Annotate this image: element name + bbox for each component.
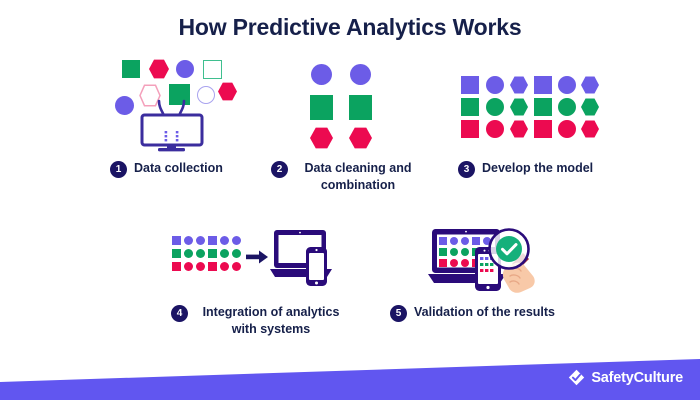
shape-hexagon-crimson xyxy=(349,127,372,149)
shape-square-purple xyxy=(208,236,217,245)
shape-hexagon-crimson xyxy=(510,120,528,138)
shape-circle-crimson xyxy=(450,259,458,267)
shape-circle-crimson xyxy=(220,262,229,271)
shape-square-purple xyxy=(439,237,447,245)
laptop-phone-icon xyxy=(270,230,332,286)
step-1-text: Data collection xyxy=(134,161,223,175)
step-5-illustration xyxy=(428,228,544,293)
brand-name: SafetyCulture xyxy=(591,369,683,386)
shape-circle-green xyxy=(196,249,205,258)
shape-square-crimson xyxy=(172,262,181,271)
shape-square-crimson xyxy=(461,120,479,138)
safetyculture-diamond-check-icon xyxy=(569,369,585,386)
shape-circle-green xyxy=(486,98,504,116)
step-4-badge: 4 xyxy=(171,305,188,322)
shape-circle-purple xyxy=(483,237,491,245)
shape-circle-purple-hollow xyxy=(197,86,215,104)
shape-circle-crimson xyxy=(232,262,241,271)
shape-circle-purple xyxy=(350,64,371,85)
monitor-data-ingest-icon xyxy=(140,99,204,152)
shape-square-green-solid-2 xyxy=(169,84,190,105)
shape-circle-green xyxy=(232,249,241,258)
shape-circle-purple-solid xyxy=(176,60,194,78)
shape-square-purple xyxy=(472,237,480,245)
shape-circle-purple xyxy=(558,76,576,94)
shape-circle-purple xyxy=(232,236,241,245)
step-4-label: 4 Integration of analytics with systems xyxy=(171,304,351,338)
shape-circle-crimson xyxy=(558,120,576,138)
shape-circle-green xyxy=(184,249,193,258)
shape-square-green xyxy=(349,95,372,120)
step-2-text: Data cleaning and combination xyxy=(304,161,412,192)
shape-square-green xyxy=(208,249,217,258)
shape-square-purple xyxy=(534,76,552,94)
page-title: How Predictive Analytics Works xyxy=(178,14,522,40)
shape-circle-green xyxy=(461,248,469,256)
step-3-badge: 3 xyxy=(458,161,475,178)
shape-circle-purple xyxy=(184,236,193,245)
shape-square-crimson xyxy=(439,259,447,267)
step-4-illustration xyxy=(172,228,332,290)
shape-square-green xyxy=(172,249,181,258)
shape-square-green-hollow xyxy=(203,60,222,79)
step-5-label: 5 Validation of the results xyxy=(390,304,580,322)
shape-square-green-solid xyxy=(122,60,140,78)
shape-circle-purple xyxy=(311,64,332,85)
shape-square-green xyxy=(461,98,479,116)
shape-hexagon-purple xyxy=(581,76,599,94)
step-1-illustration xyxy=(108,56,237,152)
shape-hexagon-crimson-hollow xyxy=(139,84,161,107)
magnifier-check-icon xyxy=(488,228,530,270)
shape-square-green xyxy=(310,95,333,120)
footer-band xyxy=(0,359,700,400)
shape-hexagon-crimson-solid-2 xyxy=(218,82,237,101)
step-1-badge: 1 xyxy=(110,161,127,178)
shape-square-purple xyxy=(461,76,479,94)
shape-circle-green xyxy=(450,248,458,256)
shape-circle-crimson xyxy=(461,259,469,267)
shape-circle-purple-solid-2 xyxy=(115,96,134,115)
shape-circle-crimson xyxy=(196,262,205,271)
shape-circle-purple xyxy=(486,76,504,94)
shape-hexagon-purple xyxy=(510,76,528,94)
step-2-label: 2 Data cleaning and combination xyxy=(271,160,421,194)
step-5-text: Validation of the results xyxy=(414,305,555,319)
shape-circle-green xyxy=(558,98,576,116)
step-4-shape-grid xyxy=(172,236,241,276)
shape-circle-crimson xyxy=(184,262,193,271)
shape-hexagon-crimson xyxy=(310,127,333,149)
shape-square-green xyxy=(534,98,552,116)
shape-circle-purple xyxy=(450,237,458,245)
step-1-label: 1 Data collection xyxy=(110,160,260,178)
shape-square-crimson xyxy=(208,262,217,271)
shape-circle-crimson xyxy=(486,120,504,138)
step-2-illustration xyxy=(307,62,387,150)
shape-circle-green xyxy=(220,249,229,258)
step-3-label: 3 Develop the model xyxy=(458,160,628,178)
shape-circle-purple xyxy=(220,236,229,245)
shape-hexagon-crimson-solid xyxy=(149,59,169,79)
brand-logo: SafetyCulture xyxy=(568,369,683,386)
shape-hexagon-green xyxy=(581,98,599,116)
shape-square-green xyxy=(439,248,447,256)
shape-square-crimson xyxy=(534,120,552,138)
shape-circle-purple xyxy=(461,237,469,245)
step-5-badge: 5 xyxy=(390,305,407,322)
step-3-text: Develop the model xyxy=(482,161,594,175)
shape-hexagon-green xyxy=(510,98,528,116)
step-4-text: Integration of analytics with systems xyxy=(202,305,340,336)
shape-hexagon-crimson xyxy=(581,120,599,138)
arrow-right-icon xyxy=(246,250,268,264)
shape-square-purple xyxy=(172,236,181,245)
step-3-illustration xyxy=(461,76,599,138)
shape-circle-purple xyxy=(196,236,205,245)
step-2-badge: 2 xyxy=(271,161,288,178)
